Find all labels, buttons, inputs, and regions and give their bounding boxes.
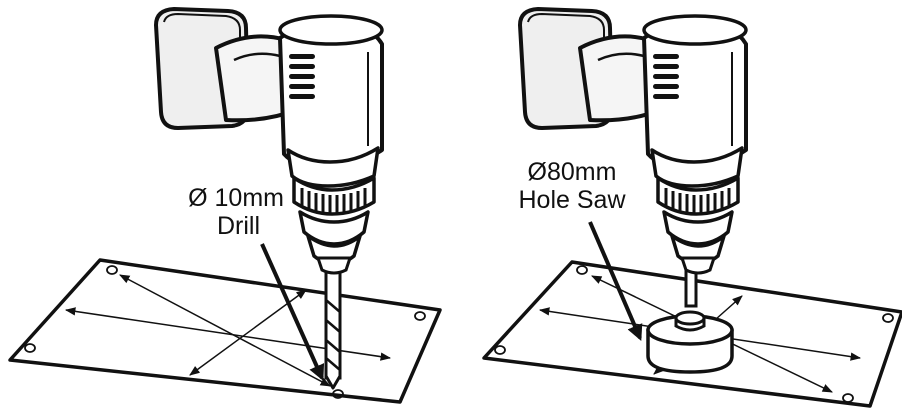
drill-size-label: Ø 10mm <box>150 186 284 211</box>
cordless-drill-icon <box>520 9 746 273</box>
drill-type-label: Drill <box>150 214 260 239</box>
hole-saw-size-label: Ø80mm <box>512 160 632 185</box>
hole-saw-type-label: Hole Saw <box>502 188 642 213</box>
drill-bit <box>326 262 340 388</box>
